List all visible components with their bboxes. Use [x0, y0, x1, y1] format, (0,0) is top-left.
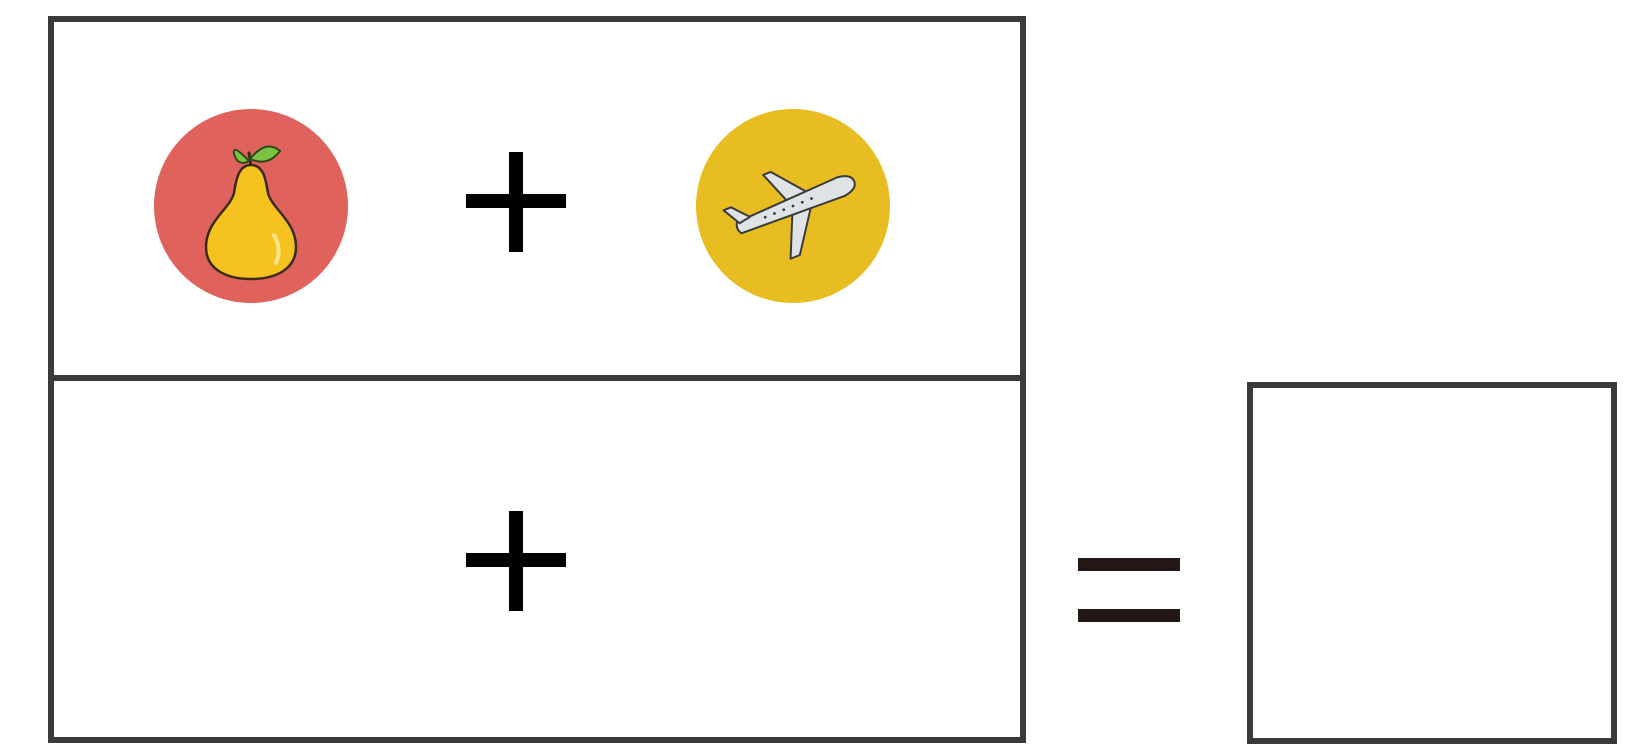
plus-operator-top — [466, 152, 566, 252]
pear-icon-graphic — [204, 145, 298, 281]
answer-box[interactable] — [1247, 382, 1617, 744]
pear-icon — [154, 109, 348, 303]
airplane-icon — [696, 109, 890, 303]
plus-operator-bottom — [466, 511, 566, 611]
equals-sign — [1078, 558, 1180, 622]
airplane-icon-graphic — [722, 170, 856, 260]
